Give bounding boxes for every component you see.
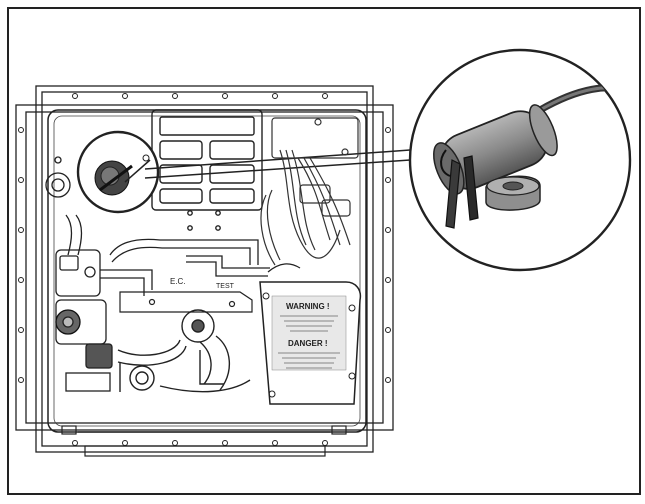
detail-zoom-circle xyxy=(408,48,632,272)
ec-label: E.C. xyxy=(170,277,186,286)
sensor-mount xyxy=(485,175,541,211)
mounting-bracket xyxy=(119,291,253,313)
bottom-rail xyxy=(84,445,326,457)
wiring-harness xyxy=(260,117,359,266)
flange-screw-holes xyxy=(18,93,391,446)
gas-valve-assembly xyxy=(55,214,153,392)
burner-grille xyxy=(151,109,263,231)
callout-leader-lines xyxy=(144,149,411,179)
test-label: TEST xyxy=(216,283,235,290)
burner-tube xyxy=(117,309,251,393)
gas-tubing xyxy=(109,238,301,277)
detail-callout-source xyxy=(76,130,160,214)
sensor-terminals xyxy=(440,149,479,229)
bottom-hinges xyxy=(61,425,347,435)
warning-fineprint xyxy=(280,315,338,332)
danger-heading: DANGER ! xyxy=(288,339,328,348)
danger-fineprint xyxy=(278,352,340,369)
warning-heading: WARNING ! xyxy=(286,302,330,311)
outer-frame xyxy=(7,7,641,495)
left-fitting xyxy=(45,156,71,198)
